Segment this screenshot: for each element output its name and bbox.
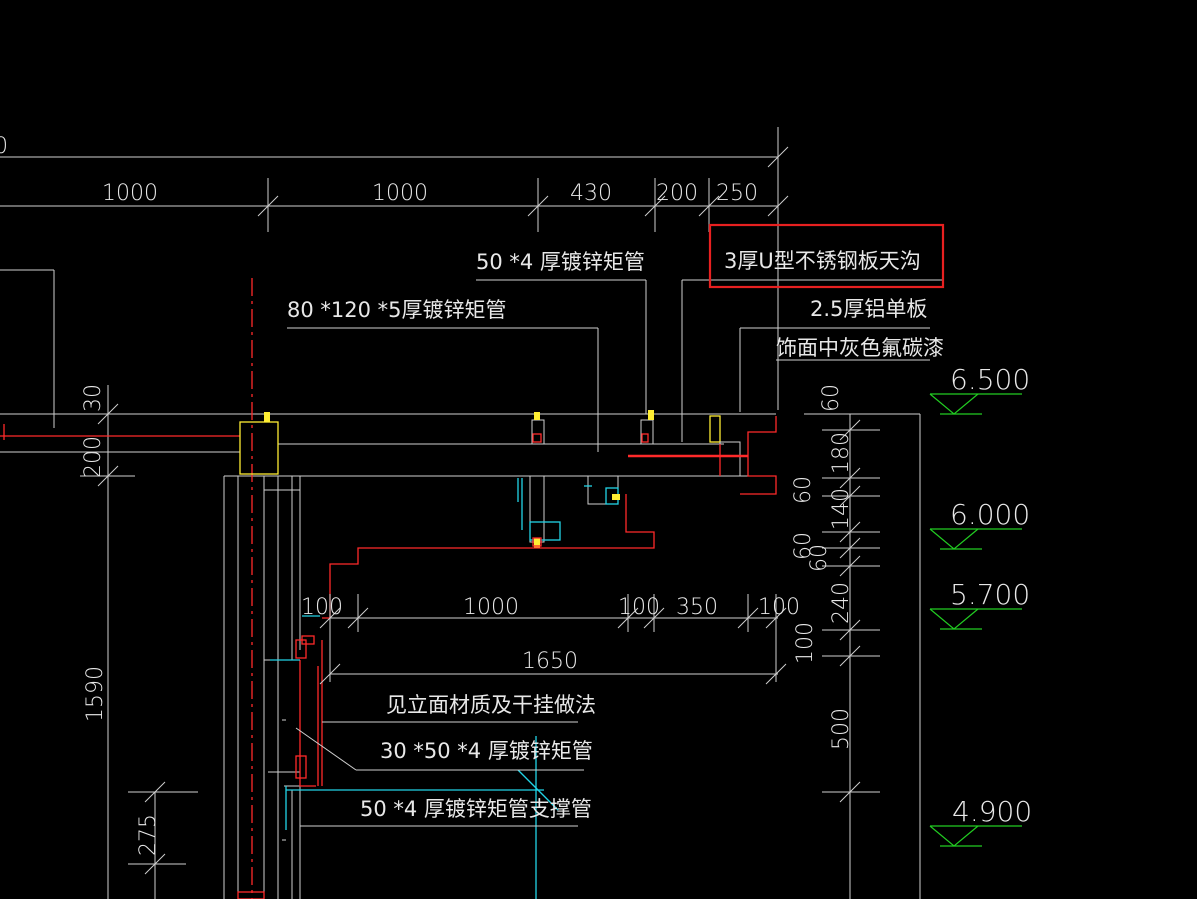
top-dimension-chain: [0, 127, 789, 410]
dim-right-180: 180: [829, 432, 854, 474]
dim-right-140: 140: [829, 488, 854, 530]
elevation-marker-5700: [929, 608, 1022, 630]
dim-left-cut: 0: [0, 134, 8, 159]
dim-bottom-350: 350: [676, 595, 718, 620]
dim-left-200: 200: [81, 436, 106, 478]
purlin-tubes: [531, 410, 741, 477]
dim-bottom-1650: 1650: [522, 649, 578, 674]
dim-top-1000-a: 1000: [102, 181, 158, 206]
dim-right-500: 500: [829, 708, 854, 750]
bottom-dimension-chain: [319, 594, 787, 685]
dim-left-275: 275: [136, 814, 161, 856]
elevation-marker-6500: [929, 393, 1022, 415]
dim-right-60: 60: [791, 476, 816, 504]
note-fluorocarbon-paint: 饰面中灰色氟碳漆: [776, 336, 944, 360]
right-dimension-chain: [804, 413, 921, 899]
dim-top-430: 430: [570, 181, 612, 206]
dim-bottom-100-b: 100: [618, 595, 660, 620]
dim-right-100: 100: [793, 622, 818, 664]
elevation-marker-6000: [929, 528, 1022, 550]
bolt-main: [264, 412, 270, 422]
dim-top-200: 200: [656, 181, 698, 206]
gutter-fascia-profile: [322, 416, 777, 619]
note-aluminium-panel: 2.5厚铝单板: [810, 297, 927, 321]
note-50x4-support-tube: 50 *4 厚镀锌矩管支撑管: [360, 797, 592, 821]
highlight-box: [708, 223, 945, 289]
note-50x4-tube: 50 *4 厚镀锌矩管: [476, 250, 645, 274]
hanger-bracket: [517, 475, 620, 548]
dim-top-1000-b: 1000: [372, 181, 428, 206]
main-tube-80x120: [239, 421, 279, 475]
elevation-6000: 6.000: [950, 498, 1030, 531]
note-80x120x5-tube: 80 *120 *5厚镀锌矩管: [287, 298, 507, 322]
note-u-gutter: 3厚U型不锈钢板天沟: [724, 249, 921, 273]
dim-top-250: 250: [716, 181, 758, 206]
note-30x50x4-tube: 30 *50 *4 厚镀锌矩管: [380, 739, 593, 763]
elevation-5700: 5.700: [950, 578, 1030, 611]
dim-right-60-c: 60: [807, 544, 832, 572]
dim-right-60-b: 60: [791, 532, 816, 560]
elevation-4900: 4.900: [952, 795, 1032, 828]
dim-left-1590: 1590: [83, 666, 108, 722]
left-dimension-chain: [0, 269, 198, 899]
dim-left-30: 30: [81, 384, 106, 412]
note-leaders: [287, 279, 942, 452]
note-facade-reference: 见立面材质及干挂做法: [386, 693, 596, 717]
dim-bottom-1000: 1000: [463, 595, 519, 620]
dim-bottom-100-a: 100: [301, 595, 343, 620]
dim-bottom-100-c: 100: [758, 595, 800, 620]
roof-frame: [0, 413, 776, 899]
lower-note-leaders: [295, 721, 584, 827]
facade-cladding: [237, 615, 559, 899]
elevation-6500: 6.500: [950, 363, 1030, 396]
dim-right-240: 240: [829, 582, 854, 624]
dim-right-60-top: 60: [819, 384, 844, 412]
elevation-marker-4900: [929, 825, 1022, 847]
